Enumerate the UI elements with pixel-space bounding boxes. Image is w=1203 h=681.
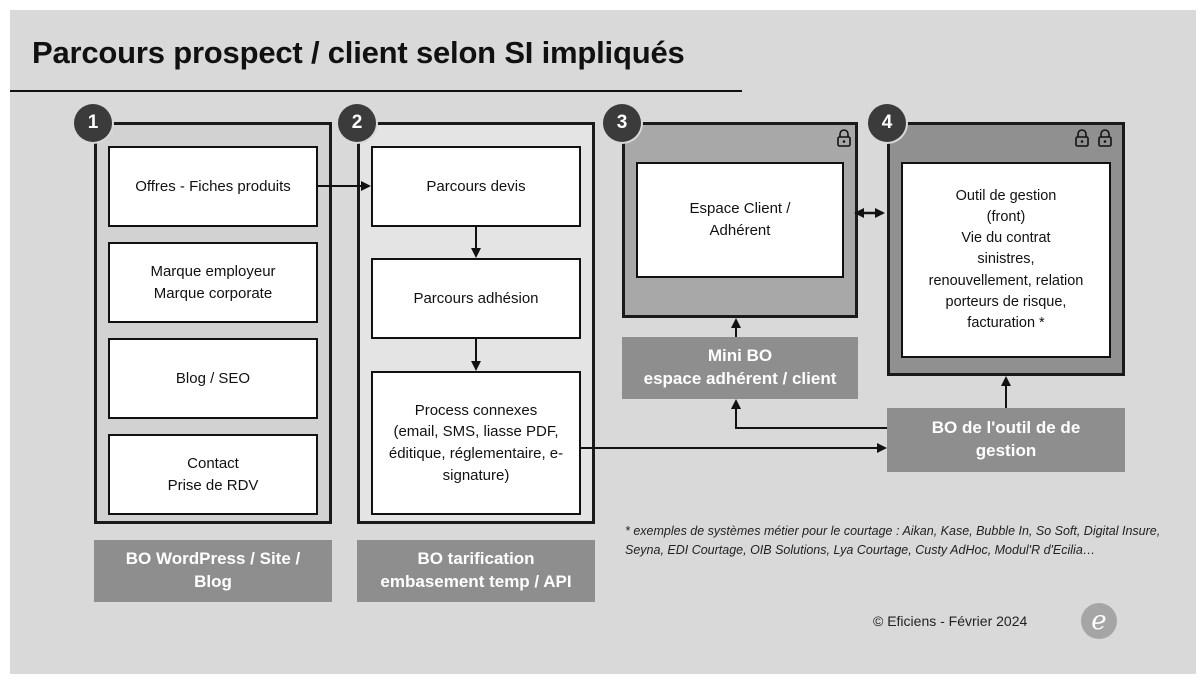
contact-rdv-box: Contact Prise de RDV — [108, 434, 318, 515]
bo-wordpress-label: BO WordPress / Site / Blog — [94, 540, 332, 602]
step-badge-4: 4 — [868, 104, 906, 142]
lock-icon — [837, 129, 851, 147]
title-underline — [10, 90, 742, 92]
process-connexes-box: Process connexes (email, SMS, liasse PDF… — [371, 371, 581, 515]
footnote: * exemples de systèmes métier pour le co… — [625, 524, 1161, 558]
bo-tarification-label: BO tarification embasement temp / API — [357, 540, 595, 602]
bo-outil-gestion-label: BO de l'outil de de gestion — [887, 408, 1125, 472]
lock-icon — [1098, 129, 1112, 147]
outil-de-gestion-box: Outil de gestion (front) Vie du contrat … — [901, 162, 1111, 358]
copyright: © Eficiens - Février 2024 — [873, 613, 1028, 629]
step-badge-3: 3 — [603, 104, 641, 142]
page-title: Parcours prospect / client selon SI impl… — [32, 35, 685, 70]
espace-client-box: Espace Client / Adhérent — [636, 162, 844, 278]
marque-employeur-box: Marque employeur Marque corporate — [108, 242, 318, 323]
step-badge-1: 1 — [74, 104, 112, 142]
step-badge-2: 2 — [338, 104, 376, 142]
mini-bo-label: Mini BO espace adhérent / client — [622, 337, 858, 399]
arrow-bogestion-to-minibo — [731, 399, 887, 429]
parcours-devis-box: Parcours devis — [371, 146, 581, 227]
eficiens-logo: e — [1081, 603, 1117, 639]
parcours-adhesion-box: Parcours adhésion — [371, 258, 581, 339]
lock-icon — [1075, 129, 1089, 147]
blog-seo-box: Blog / SEO — [108, 338, 318, 419]
offres-fiches-produits-box: Offres - Fiches produits — [108, 146, 318, 227]
